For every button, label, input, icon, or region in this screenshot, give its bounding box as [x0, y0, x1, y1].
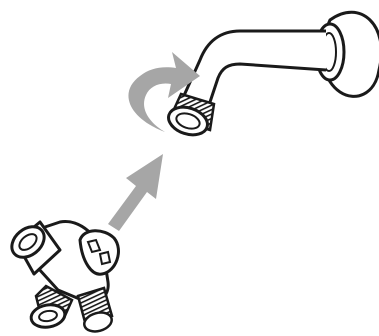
diverter-valve-icon	[10, 220, 120, 333]
shower-arm-icon	[167, 29, 327, 137]
straight-arrow-icon	[108, 154, 163, 231]
rotate-arrow-icon	[128, 52, 200, 132]
